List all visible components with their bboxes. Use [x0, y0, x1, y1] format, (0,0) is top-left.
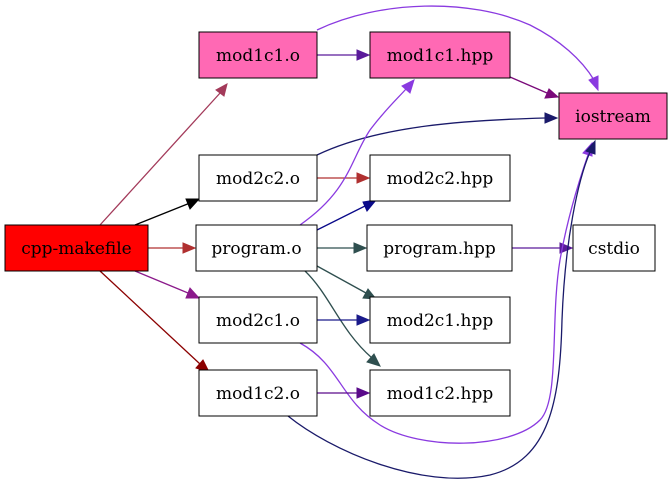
node-mod2c2-o[interactable]: mod2c2.o	[198, 154, 318, 202]
node-label: mod1c1.o	[216, 46, 300, 66]
node-label: mod1c2.o	[216, 384, 300, 404]
node-mod2c2-hpp[interactable]: mod2c2.hpp	[369, 154, 511, 202]
edge-cpp-makefile-to-mod2c1-o	[134, 270, 201, 299]
node-label: mod2c1.o	[216, 311, 300, 331]
edges-layer	[99, 5, 599, 479]
node-label: iostream	[575, 107, 651, 127]
edge-cpp-makefile-to-mod1c2-o	[99, 270, 210, 373]
edge-program-o-to-program-hpp	[317, 242, 368, 254]
node-mod1c1-hpp[interactable]: mod1c1.hpp	[369, 31, 511, 79]
node-program-hpp[interactable]: program.hpp	[366, 224, 513, 272]
nodes-layer: cpp-makefile mod1c1.o mod1c1.hpp iostrea…	[4, 31, 668, 417]
edge-mod1c2-o-to-mod1c2-hpp	[317, 387, 371, 399]
edge-program-o-to-mod1c2-hpp	[304, 270, 381, 367]
node-label: mod1c1.hpp	[387, 46, 494, 66]
edge-cpp-makefile-to-mod2c2-o	[134, 198, 201, 226]
edge-cpp-makefile-to-program-o	[148, 242, 197, 254]
edge-mod1c1-hpp-to-iostream	[509, 76, 560, 99]
node-cstdio[interactable]: cstdio	[572, 224, 656, 272]
edge-mod2c1-o-to-mod2c1-hpp	[317, 314, 371, 326]
node-label: cpp-makefile	[21, 239, 131, 259]
node-iostream[interactable]: iostream	[558, 92, 668, 140]
node-label: mod2c1.hpp	[387, 311, 494, 331]
edge-mod1c2-o-to-iostream	[287, 139, 596, 479]
node-mod1c2-hpp[interactable]: mod1c2.hpp	[369, 369, 511, 417]
edge-mod1c1-o-to-mod1c1-hpp	[317, 49, 371, 61]
node-mod2c1-hpp[interactable]: mod2c1.hpp	[369, 296, 511, 344]
edge-mod2c2-o-to-iostream	[316, 112, 559, 156]
node-label: mod1c2.hpp	[387, 384, 494, 404]
node-label: mod2c2.hpp	[387, 169, 494, 189]
edge-mod2c2-o-to-mod2c2-hpp	[317, 172, 371, 184]
node-mod1c1-o[interactable]: mod1c1.o	[198, 31, 318, 79]
node-label: program.hpp	[383, 239, 496, 259]
edge-cpp-makefile-to-mod1c1-o	[99, 83, 228, 226]
node-label: mod2c2.o	[216, 169, 300, 189]
node-mod2c1-o[interactable]: mod2c1.o	[198, 296, 318, 344]
node-label: cstdio	[588, 239, 640, 259]
edge-program-o-to-mod1c1-hpp	[299, 79, 415, 226]
node-mod1c2-o[interactable]: mod1c2.o	[198, 369, 318, 417]
edge-mod1c1-o-to-iostream	[316, 5, 599, 92]
node-cpp-makefile[interactable]: cpp-makefile	[4, 224, 149, 272]
node-label: program.o	[211, 239, 301, 259]
node-program-o[interactable]: program.o	[195, 224, 318, 272]
